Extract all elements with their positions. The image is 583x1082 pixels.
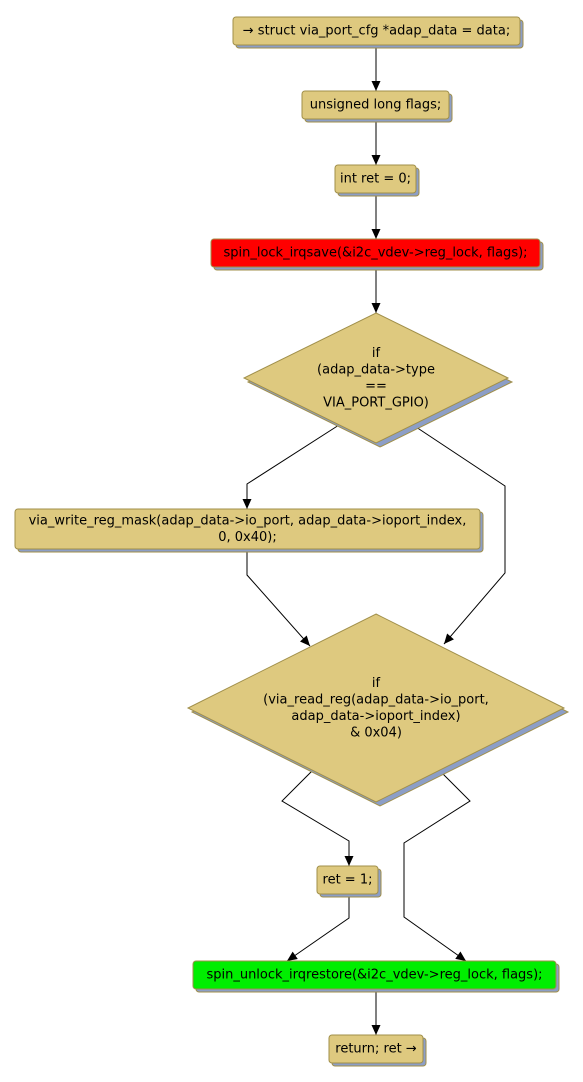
edge-line (286, 894, 350, 962)
node-label: if (372, 346, 381, 361)
node-label: & 0x04) (350, 725, 402, 740)
node-box (328, 1034, 424, 1064)
edge-write-mask-cond (246, 549, 311, 647)
arrowhead (242, 499, 252, 509)
node-label: spin_unlock_irqrestore(&i2c_vdev->reg_lo… (206, 968, 542, 983)
edge-line (412, 424, 506, 645)
node-label: via_write_reg_mask(adap_data->io_port, a… (29, 513, 467, 528)
arrowhead (371, 155, 381, 165)
decision-diamond (242, 312, 510, 444)
node-box (14, 508, 481, 550)
arrowhead (371, 1025, 381, 1035)
node-label: ret = 1; (323, 873, 373, 888)
node-start: → struct via_port_cfg *adap_data = data; (232, 16, 524, 49)
edge-cond-type-yes (242, 424, 340, 509)
node-cond-read: if(via_read_reg(adap_data->io_port, adap_… (186, 613, 570, 807)
edge-cond-type-no (412, 424, 506, 645)
node-ret-init: int ret = 0; (334, 164, 420, 197)
node-label: 0, 0x40); (218, 530, 277, 545)
edge-line (403, 770, 471, 962)
node-write-mask: via_write_reg_mask(adap_data->io_port, a… (14, 508, 484, 553)
edge-lock-cond-type (371, 267, 381, 313)
decision-diamond (186, 613, 566, 803)
node-label: return; ret → (335, 1042, 417, 1057)
edge-line (246, 424, 340, 509)
edges-layer (242, 45, 506, 1035)
node-box (316, 865, 379, 895)
node-lock: spin_lock_irqsave(&i2c_vdev->reg_lock, f… (210, 238, 544, 271)
arrowhead (299, 635, 310, 646)
node-label: → struct via_port_cfg *adap_data = data; (243, 24, 510, 39)
edge-unlock-end (371, 989, 381, 1035)
arrowhead (455, 951, 466, 961)
nodes-layer: → struct via_port_cfg *adap_data = data;… (14, 16, 570, 1067)
node-box (232, 16, 521, 46)
edge-flags-ret-init (371, 119, 381, 165)
edge-line (281, 770, 350, 866)
node-label: (adap_data->type (317, 362, 435, 377)
node-box (210, 238, 541, 268)
node-label: VIA_PORT_GPIO) (323, 395, 429, 410)
node-unlock: spin_unlock_irqrestore(&i2c_vdev->reg_lo… (192, 960, 560, 993)
edge-ret-one-unlock (286, 894, 350, 962)
edge-cond-read-no (403, 770, 471, 962)
node-ret-one: ret = 1; (316, 865, 382, 898)
arrowhead (371, 229, 381, 239)
edge-cond-read-yes (281, 770, 354, 866)
node-cond-type: if(adap_data->type ==VIA_PORT_GPIO) (242, 312, 514, 448)
node-label: unsigned long flags; (310, 98, 442, 113)
arrowhead (344, 856, 354, 866)
node-flags: unsigned long flags; (301, 90, 453, 123)
node-label: spin_lock_irqsave(&i2c_vdev->reg_lock, f… (223, 246, 527, 261)
node-label: adap_data->ioport_index) (291, 709, 460, 724)
node-box (192, 960, 557, 990)
arrowhead (371, 81, 381, 91)
node-label: if (372, 676, 381, 691)
edge-ret-init-lock (371, 193, 381, 239)
node-end: return; ret → (328, 1034, 427, 1067)
arrowhead (371, 303, 381, 313)
arrowhead (287, 951, 298, 961)
node-label: (via_read_reg(adap_data->io_port, (263, 692, 489, 707)
arrowhead (444, 633, 454, 644)
node-label: == (365, 379, 387, 394)
edge-line (246, 549, 311, 647)
edge-start-flags (371, 45, 381, 91)
node-box (301, 90, 450, 120)
node-label: int ret = 0; (340, 172, 411, 187)
node-box (334, 164, 417, 194)
